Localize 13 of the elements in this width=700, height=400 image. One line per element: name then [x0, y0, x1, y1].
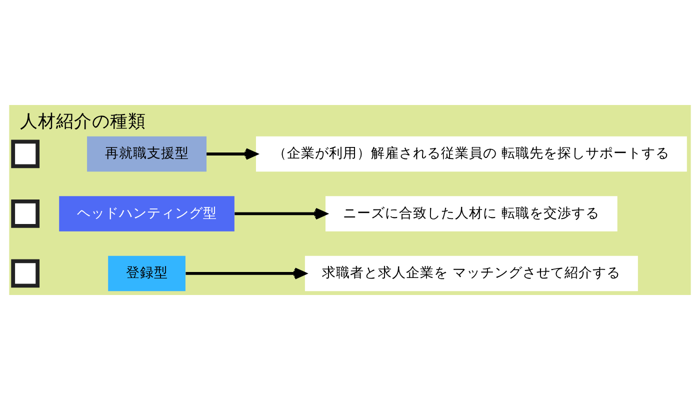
diagram-title: 人材紹介の種類 [20, 112, 146, 132]
node-box: 再就職支援型 [87, 136, 207, 172]
node-box: ヘッドハンティング型 [59, 196, 234, 232]
node-box: 登録型 [108, 256, 186, 292]
node-box: 求職者と求人企業を マッチングさせて紹介する [304, 256, 638, 292]
node-box [11, 200, 40, 228]
arrow [206, 148, 258, 160]
arrow [186, 268, 306, 280]
arrow [234, 208, 327, 220]
node-box [11, 140, 40, 168]
node-box: （企業が利用）解雇される従業員の 転職先を探しサポートする [256, 136, 687, 172]
node-box: ニーズに合致した人材に 転職を交渉する [326, 196, 618, 232]
node-box [11, 259, 40, 288]
